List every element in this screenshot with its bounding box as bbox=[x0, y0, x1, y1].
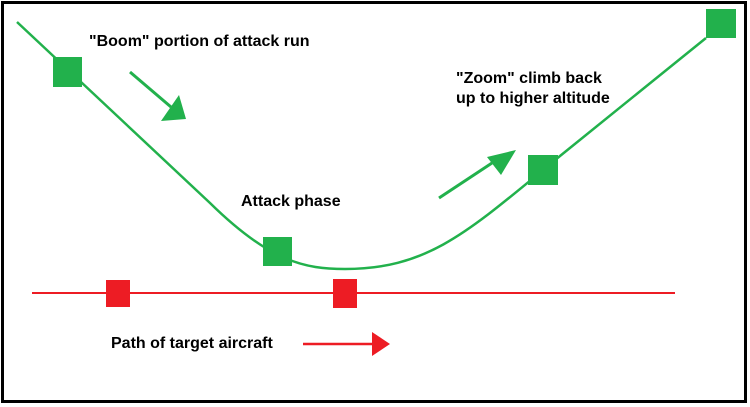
zoom-climb-label-line1: "Zoom" climb back bbox=[456, 70, 602, 87]
attacker-flight-path bbox=[16, 21, 707, 271]
target-marker-center bbox=[333, 279, 357, 308]
zoom-arrow-shaft bbox=[438, 161, 493, 200]
attacker-marker-climb-top bbox=[706, 9, 736, 38]
boom-direction-arrow bbox=[129, 70, 186, 121]
attack-phase-label: Attack phase bbox=[241, 193, 341, 210]
boom-arrow-shaft bbox=[129, 70, 172, 109]
boom-phase-label: "Boom" portion of attack run bbox=[89, 33, 310, 50]
attacker-marker-attack-phase bbox=[263, 237, 292, 266]
zoom-climb-label-line2: up to higher altitude bbox=[456, 90, 610, 107]
target-path-label: Path of target aircraft bbox=[111, 335, 273, 352]
attacker-marker-dive-start bbox=[53, 57, 82, 87]
target-marker-left bbox=[106, 280, 130, 307]
boom-arrowhead-icon bbox=[161, 95, 186, 121]
zoom-arrowhead-icon bbox=[487, 150, 516, 175]
zoom-climb-label: "Zoom" climb back up to higher altitude bbox=[456, 69, 610, 109]
target-arrowhead-icon bbox=[372, 332, 390, 356]
zoom-direction-arrow bbox=[438, 150, 516, 200]
target-direction-arrow bbox=[303, 332, 390, 356]
attacker-marker-zoom-climb bbox=[528, 155, 558, 185]
